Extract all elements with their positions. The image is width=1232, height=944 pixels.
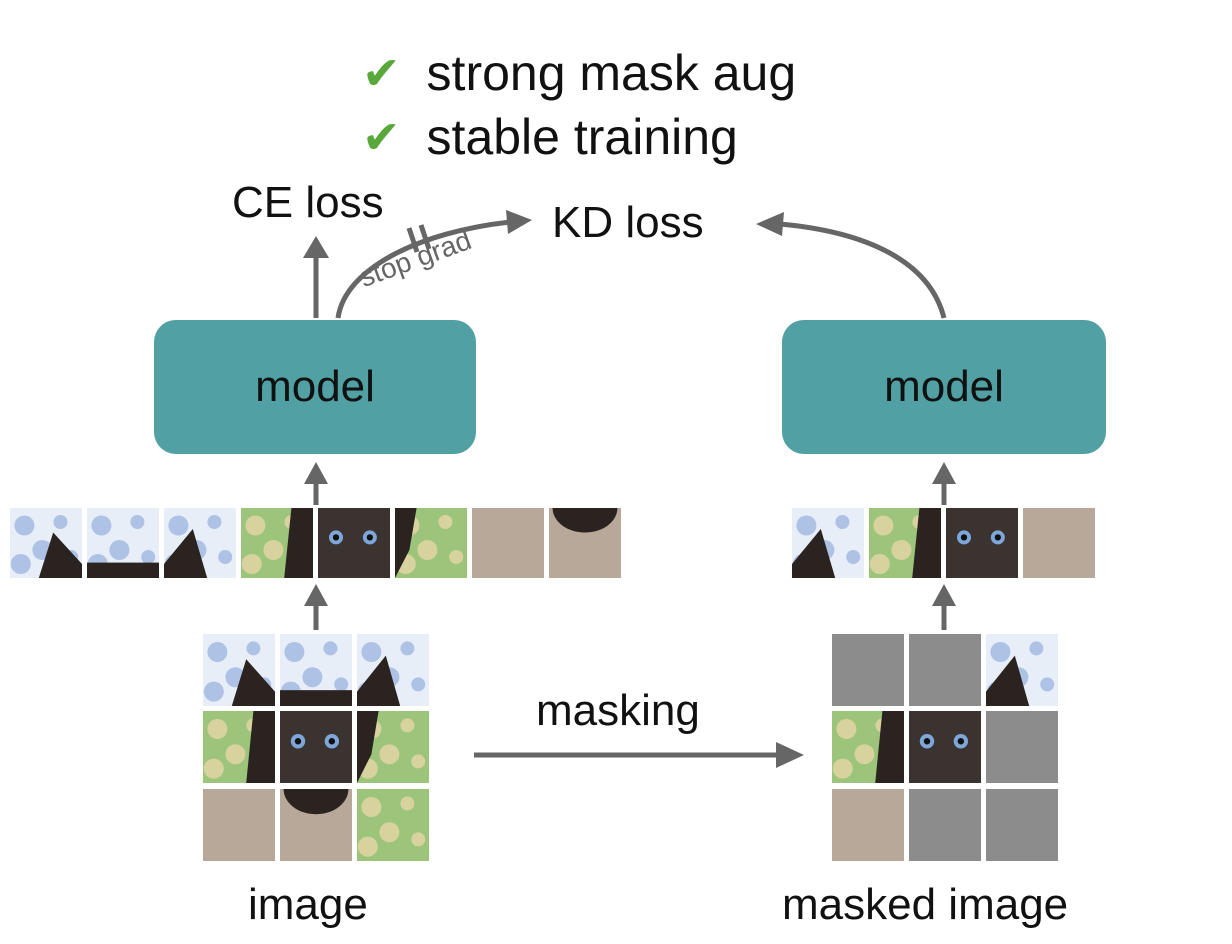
masked-patch: [986, 711, 1058, 783]
image-patch: [203, 711, 275, 783]
arrow-stopgrad-curve: [335, 219, 511, 319]
stop-grad-bar-2: [418, 224, 432, 250]
model-label-right: model: [884, 362, 1004, 411]
arrow-head-up: [304, 462, 328, 484]
arrow-head-right: [776, 742, 804, 768]
arrow-head-up: [303, 236, 329, 258]
arrow-head-up: [304, 584, 328, 606]
sequence-patch: [1023, 508, 1095, 578]
sequence-patch: [869, 508, 941, 578]
image-patch: [280, 634, 352, 706]
checkmark-icon: ✔: [362, 46, 401, 100]
image-patch: [357, 789, 429, 861]
image-patch: [357, 711, 429, 783]
model-label-left: model: [255, 362, 375, 411]
masking-label: masking: [536, 686, 700, 735]
arrow-right-model-to-kd: [779, 221, 947, 319]
sequence-patch: [318, 508, 390, 578]
masked-patch: [986, 789, 1058, 861]
checkmark-icon: ✔: [362, 110, 401, 164]
sequence-patch: [472, 508, 544, 578]
sequence-patch: [792, 508, 864, 578]
ce-loss-label: CE loss: [232, 178, 384, 227]
masked-patch: [909, 789, 981, 861]
image-patch: [280, 789, 352, 861]
image-patch: [203, 789, 275, 861]
masked-patch: [909, 634, 981, 706]
benefit-row-2: ✔ stable training: [362, 112, 738, 162]
visible-patch: [986, 634, 1058, 706]
image-patch: [280, 711, 352, 783]
kd-loss-label: KD loss: [552, 198, 704, 247]
stop-grad-bar-1: [406, 227, 420, 253]
benefit-text-1: strong mask aug: [426, 45, 797, 101]
sequence-patch: [395, 508, 467, 578]
sequence-patch: [946, 508, 1018, 578]
sequence-patch: [241, 508, 313, 578]
image-patch: [203, 634, 275, 706]
arrow-head-up: [932, 584, 956, 606]
visible-patch: [832, 789, 904, 861]
sequence-patch: [10, 508, 82, 578]
masked-patch: [832, 634, 904, 706]
benefit-text-2: stable training: [426, 109, 738, 165]
image-patch: [357, 634, 429, 706]
visible-patch: [832, 711, 904, 783]
masked-image-label: masked image: [782, 880, 1069, 929]
arrow-head-left: [756, 212, 784, 236]
sequence-patch: [164, 508, 236, 578]
sequence-patch: [549, 508, 621, 578]
sequence-patch: [87, 508, 159, 578]
arrow-head-right: [506, 210, 532, 234]
benefit-row-1: ✔ strong mask aug: [362, 48, 796, 98]
arrow-head-up: [932, 462, 956, 484]
image-label: image: [248, 880, 368, 929]
model-box-left: model: [154, 320, 476, 454]
visible-patch: [909, 711, 981, 783]
model-box-right: model: [782, 320, 1106, 454]
